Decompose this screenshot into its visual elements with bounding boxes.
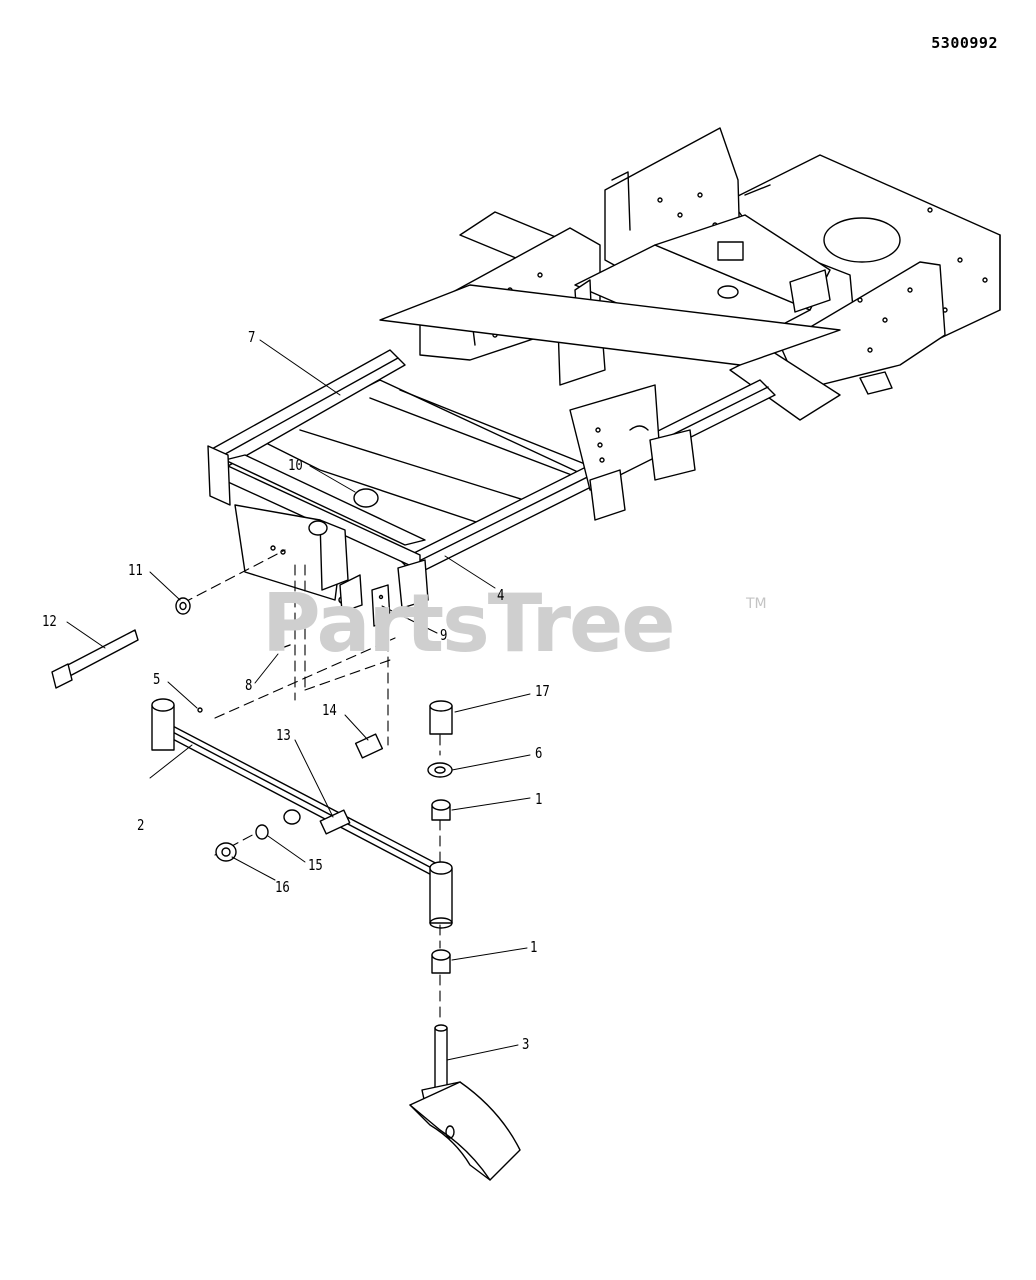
- callout-13: 13: [276, 726, 291, 744]
- trademark-mark: TM: [746, 596, 767, 612]
- assembly-guides: [183, 550, 440, 1022]
- callout-10: 10: [288, 456, 303, 474]
- callout-12: 12: [42, 612, 57, 630]
- callout-14: 14: [322, 701, 337, 719]
- callout-15: 15: [308, 856, 323, 874]
- small-hardware: [52, 598, 452, 973]
- leader-lines: [67, 340, 530, 1060]
- callout-17: 17: [535, 682, 550, 700]
- callout-3: 3: [522, 1035, 530, 1053]
- callout-16: 16: [275, 878, 290, 896]
- callout-8: 8: [245, 676, 253, 694]
- callout-9: 9: [440, 626, 448, 644]
- diagram-number: 5300992: [931, 34, 998, 52]
- frame-assembly: [208, 128, 1000, 626]
- callout-1-lower: 1: [530, 938, 538, 956]
- callout-1-upper: 1: [535, 790, 543, 808]
- front-axle: [152, 699, 452, 928]
- callout-5: 5: [153, 670, 161, 688]
- callout-2: 2: [137, 816, 145, 834]
- callout-7: 7: [248, 328, 256, 346]
- caster-fork: [410, 1025, 520, 1180]
- callout-4: 4: [497, 586, 505, 604]
- callout-6: 6: [535, 744, 543, 762]
- callout-11: 11: [128, 561, 143, 579]
